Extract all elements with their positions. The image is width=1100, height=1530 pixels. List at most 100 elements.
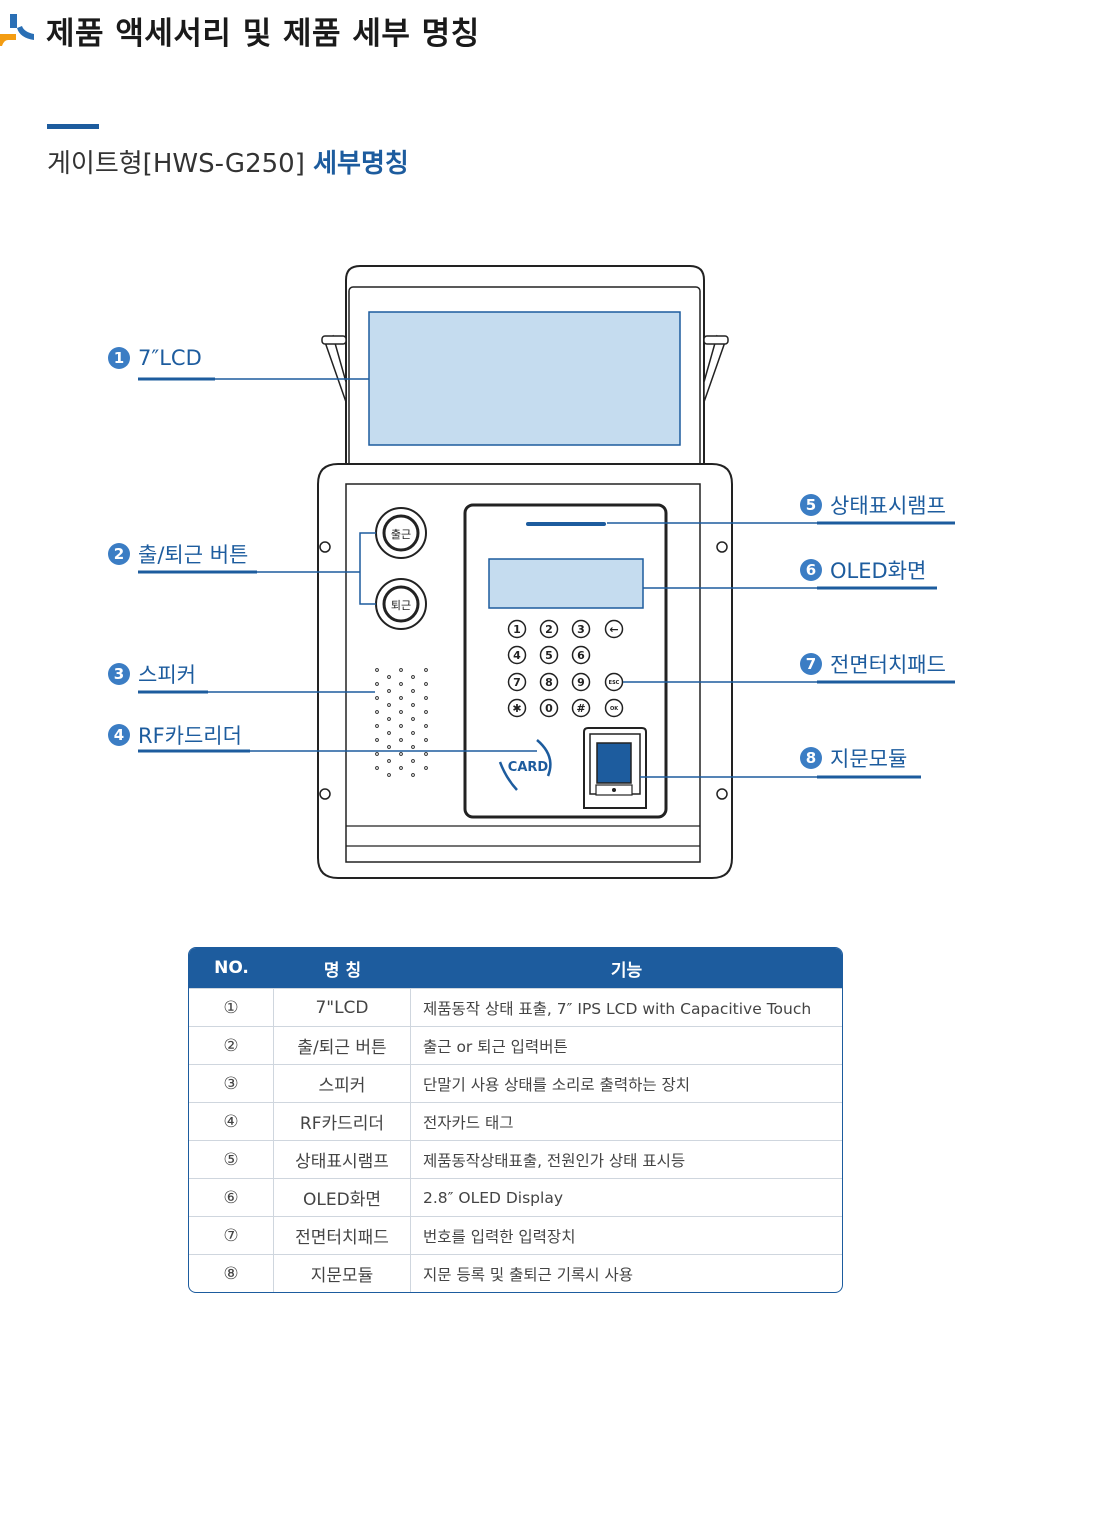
section-title-highlight: 세부명칭 xyxy=(313,149,409,179)
header-function: 기능 xyxy=(411,948,842,988)
svg-text:7: 7 xyxy=(513,676,521,689)
speaker-hole xyxy=(424,724,428,728)
speaker-hole xyxy=(399,752,403,756)
card-reader-mark: CARD xyxy=(498,739,552,791)
key-0: 1 xyxy=(507,619,527,639)
brand-logo-icon xyxy=(0,14,34,46)
speaker-hole xyxy=(375,696,379,700)
svg-text:퇴근: 퇴근 xyxy=(391,599,411,612)
header-no: NO. xyxy=(189,948,274,988)
key-2: 3 xyxy=(571,619,591,639)
key-5: 5 xyxy=(539,645,559,665)
speaker-hole xyxy=(424,682,428,686)
speaker-hole xyxy=(375,724,379,728)
fingerprint-module xyxy=(583,727,647,809)
speaker-hole xyxy=(375,710,379,714)
speaker-hole xyxy=(399,766,403,770)
speaker-hole xyxy=(411,773,415,777)
svg-text:5: 5 xyxy=(545,649,553,662)
speaker-hole xyxy=(424,752,428,756)
speaker-hole xyxy=(375,668,379,672)
oled-screen xyxy=(488,558,644,609)
table-header-row: NO. 명 칭 기능 xyxy=(189,948,842,988)
speaker-hole xyxy=(375,738,379,742)
svg-text:✱: ✱ xyxy=(512,702,521,715)
speaker-hole xyxy=(399,724,403,728)
in-button: 출근 xyxy=(375,507,427,559)
speaker-hole xyxy=(387,689,391,693)
key-8: 7 xyxy=(507,672,527,692)
svg-text:9: 9 xyxy=(577,676,585,689)
speaker-hole xyxy=(424,668,428,672)
accent-bar xyxy=(47,124,99,129)
key-10: 9 xyxy=(571,672,591,692)
key-3: ← xyxy=(604,619,624,639)
lcd-screen xyxy=(368,311,681,446)
key-12: ✱ xyxy=(507,698,527,718)
speaker-hole xyxy=(424,738,428,742)
svg-text:CARD: CARD xyxy=(508,760,549,775)
speaker-hole xyxy=(411,675,415,679)
speaker-hole xyxy=(411,731,415,735)
key-4: 4 xyxy=(507,645,527,665)
speaker-hole xyxy=(411,759,415,763)
speaker-hole xyxy=(387,717,391,721)
speaker-hole xyxy=(424,696,428,700)
speaker-hole xyxy=(387,773,391,777)
speaker-hole xyxy=(424,710,428,714)
speaker-hole xyxy=(411,745,415,749)
key-14: # xyxy=(571,698,591,718)
svg-text:4: 4 xyxy=(513,649,521,662)
key-1: 2 xyxy=(539,619,559,639)
speaker-hole xyxy=(387,731,391,735)
svg-text:1: 1 xyxy=(513,623,521,636)
key-11: ESC xyxy=(604,672,624,692)
speaker-hole xyxy=(411,703,415,707)
svg-text:출근: 출근 xyxy=(391,528,411,541)
speaker-hole xyxy=(399,668,403,672)
speaker-hole xyxy=(424,766,428,770)
status-lamp xyxy=(526,522,606,526)
svg-text:3: 3 xyxy=(577,623,585,636)
speaker-hole xyxy=(387,759,391,763)
speaker-hole xyxy=(387,745,391,749)
section-title: 게이트형[HWS-G250] 세부명칭 xyxy=(47,143,409,180)
speaker-grille xyxy=(375,668,428,777)
svg-text:#: # xyxy=(576,702,585,715)
speaker-hole xyxy=(387,703,391,707)
svg-text:2: 2 xyxy=(545,623,553,636)
page-heading: 제품 액세서리 및 제품 세부 명칭 xyxy=(46,16,480,52)
speaker-hole xyxy=(375,682,379,686)
speaker-hole xyxy=(375,752,379,756)
speaker-hole xyxy=(399,710,403,714)
speaker-hole xyxy=(399,696,403,700)
speaker-hole xyxy=(387,675,391,679)
speaker-hole xyxy=(375,766,379,770)
svg-text:←: ← xyxy=(609,623,618,636)
speaker-hole xyxy=(411,717,415,721)
out-button: 퇴근 xyxy=(375,578,427,630)
speaker-hole xyxy=(399,738,403,742)
svg-text:6: 6 xyxy=(577,649,585,662)
section-title-prefix: 게이트형[HWS-G250] xyxy=(47,149,305,179)
svg-text:8: 8 xyxy=(545,676,553,689)
svg-text:OK: OK xyxy=(610,706,619,712)
